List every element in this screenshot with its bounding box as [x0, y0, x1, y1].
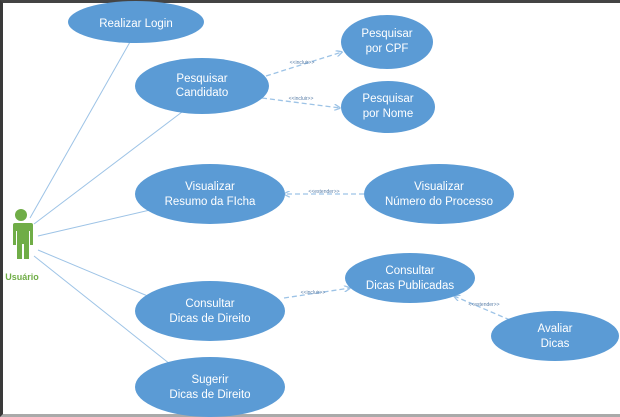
use-case-consultar-publicadas[interactable]: Consultar Dicas Publicadas — [345, 253, 475, 303]
use-case-label-line1: Sugerir — [191, 374, 228, 386]
use-case-label-line1: Visualizar — [414, 181, 464, 193]
use-case-label-line2: Candidato — [176, 87, 228, 99]
use-case-label-line2: Dicas — [541, 338, 570, 350]
use-case-label: Realizar Login — [99, 18, 173, 30]
stereotype-incluir-nome: <<incluir>> — [289, 96, 314, 102]
association-login — [29, 41, 131, 219]
stereotype-estender-avaliar: <<estender>> — [468, 302, 499, 308]
use-case-label-line2: Dicas Publicadas — [366, 280, 454, 292]
include-consultar-publicadas — [283, 288, 350, 299]
use-case-pesquisar-candidato[interactable]: Pesquisar Candidato — [135, 58, 269, 114]
use-case-label-line2: Número do Processo — [385, 196, 493, 208]
use-case-label-line1: Avaliar — [538, 323, 573, 335]
use-case-label-line1: Pesquisar — [362, 93, 413, 105]
include-pesquisar-cpf — [265, 52, 342, 77]
use-case-realizar-login[interactable]: Realizar Login — [68, 1, 204, 43]
use-case-label-line1: Visualizar — [185, 181, 235, 193]
stereotype-incluir-cpf: <<incluir>> — [290, 60, 315, 66]
association-visualizar-resumo — [37, 209, 151, 237]
stereotype-estender-processo: <<estender>> — [308, 189, 339, 195]
use-case-pesquisar-cpf[interactable]: Pesquisar por CPF — [341, 15, 433, 69]
use-case-visualizar-resumo[interactable]: Visualizar Resumo da FIcha — [135, 164, 285, 224]
use-case-label-line2: Resumo da FIcha — [165, 196, 256, 208]
use-case-avaliar-dicas[interactable]: Avaliar Dicas — [491, 311, 619, 361]
use-case-label-line2: Dicas de Direito — [169, 389, 250, 401]
actor-head — [15, 209, 27, 221]
use-case-label-line2: Dicas de Direito — [169, 313, 250, 325]
use-case-label-line1: Consultar — [185, 298, 234, 310]
association-pesquisar-candidato — [33, 111, 183, 225]
extend-avaliar-dicas — [454, 296, 511, 321]
association-sugerir-dicas — [33, 255, 176, 369]
use-case-pesquisar-nome[interactable]: Pesquisar por Nome — [341, 81, 435, 133]
use-case-sugerir-dicas[interactable]: Sugerir Dicas de Direito — [135, 357, 285, 417]
actor-body-icon — [11, 223, 33, 259]
stereotype-incluir-publicadas: <<incluir>> — [301, 290, 326, 296]
use-case-label-line2: por CPF — [366, 43, 409, 55]
actor-usuario[interactable]: Usuário — [5, 209, 39, 282]
use-case-label-line2: por Nome — [363, 108, 414, 120]
use-case-consultar-dicas[interactable]: Consultar Dicas de Direito — [135, 281, 285, 341]
use-case-label-line1: Pesquisar — [361, 28, 412, 40]
use-case-visualizar-processo[interactable]: Visualizar Número do Processo — [364, 164, 514, 224]
actor-label: Usuário — [5, 272, 39, 282]
use-case-label-line1: Pesquisar — [176, 73, 227, 85]
association-consultar-dicas — [37, 249, 151, 298]
use-case-label-line1: Consultar — [385, 265, 434, 277]
include-pesquisar-nome — [261, 97, 340, 108]
